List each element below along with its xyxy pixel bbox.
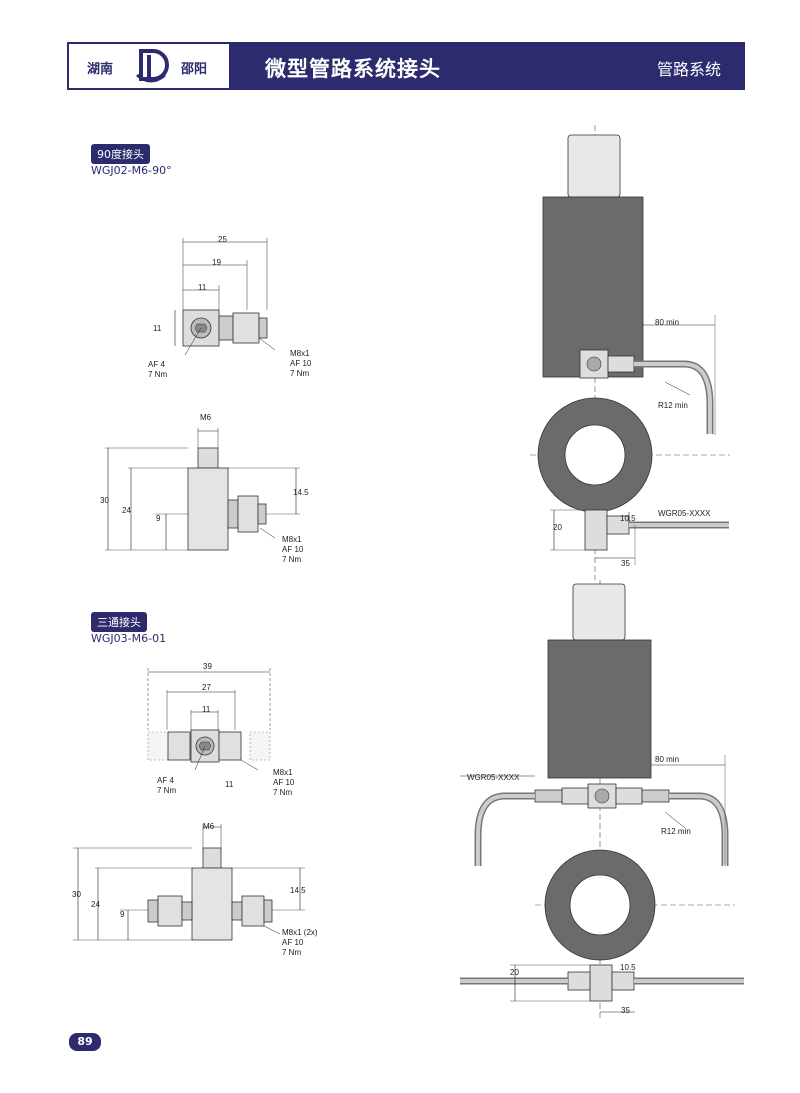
dim-35-bottom: 35 [621, 1006, 630, 1015]
label-wgr-top: WGR05-XXXX [658, 509, 711, 518]
dim-m8x1-2x: M8x1 (2x) [282, 928, 318, 937]
section1-top-view [174, 238, 276, 356]
title-bar: 微型管路系统接头 管路系统 [229, 44, 743, 88]
dim-14-5-s2: 14.5 [290, 886, 306, 895]
dim-80min-bottom: 80 min [655, 755, 680, 764]
dim-m8x1-b: M8x1 [282, 535, 302, 544]
company-logo-icon [136, 49, 169, 83]
dim-9: 9 [156, 514, 161, 523]
dim-25: 25 [218, 235, 227, 244]
dim-11-side: 11 [153, 324, 162, 333]
dim-m6: M6 [200, 413, 212, 422]
logo-text-left: 湖南 [87, 62, 114, 77]
dim-7nm-b-s2: 7 Nm [273, 788, 293, 797]
dim-r12-top: R12 min [658, 401, 688, 410]
section2-code: WGJ03-M6-01 [91, 632, 167, 645]
dim-10-5-bottom: 10.5 [620, 963, 636, 972]
dim-af10-b: AF 10 [282, 545, 304, 554]
dim-30: 30 [100, 496, 109, 505]
dim-10-5-top: 10.5 [620, 514, 636, 523]
dim-9-s2: 9 [120, 910, 125, 919]
dim-24: 24 [122, 506, 131, 515]
section2-tag: 三通接头 [91, 612, 147, 632]
dim-11-top: 11 [198, 283, 207, 292]
category-label: 管路系统 [656, 60, 721, 79]
dim-m8x1-s2: M8x1 [273, 768, 293, 777]
dim-af10: AF 10 [290, 359, 312, 368]
dim-af10-s2: AF 10 [273, 778, 295, 787]
section1-code: WGJ02-M6-90° [91, 164, 172, 177]
section1-tag: 90度接头 [91, 144, 150, 164]
dim-af10-s2-b: AF 10 [282, 938, 304, 947]
dim-20-top: 20 [553, 523, 562, 532]
logo-area: 湖南 邵阳 [69, 44, 229, 88]
dim-r12-bottom: R12 min [661, 827, 691, 836]
logo-text-right: 邵阳 [181, 62, 208, 77]
page-title: 微型管路系统接头 [265, 57, 441, 81]
dim-24-s2: 24 [91, 900, 100, 909]
dim-m8x1: M8x1 [290, 349, 310, 358]
label-wgr-bottom: WGR05-XXXX [467, 773, 520, 782]
dim-27: 27 [202, 683, 211, 692]
dim-7nm: 7 Nm [148, 370, 168, 379]
right-bottom-assembly [460, 580, 744, 1020]
section1-side-view [105, 428, 300, 551]
dim-7nm-b: 7 Nm [290, 369, 310, 378]
dim-30-s2: 30 [72, 890, 81, 899]
dim-7nm-s2: 7 Nm [157, 786, 177, 795]
dim-80min-top: 80 min [655, 318, 680, 327]
dim-19: 19 [212, 258, 221, 267]
dim-14-5: 14.5 [293, 488, 309, 497]
dim-m6-s2: M6 [203, 822, 215, 831]
right-top-assembly [530, 125, 730, 580]
page-header: 湖南 邵阳 微型管路系统接头 管路系统 [67, 42, 745, 90]
dim-7nm-c: 7 Nm [282, 555, 302, 564]
dim-11-bottom-s2: 11 [225, 780, 234, 789]
dim-af4: AF 4 [148, 360, 165, 369]
dim-39: 39 [203, 662, 212, 671]
page-number: 89 [69, 1033, 101, 1051]
dim-35-top: 35 [621, 559, 630, 568]
dim-11-top-s2: 11 [202, 705, 211, 714]
dim-20-bottom: 20 [510, 968, 519, 977]
dim-af4-s2: AF 4 [157, 776, 174, 785]
section2-top-view [147, 668, 271, 771]
dim-7nm-s2-c: 7 Nm [282, 948, 302, 957]
section2-side-view [73, 824, 305, 941]
